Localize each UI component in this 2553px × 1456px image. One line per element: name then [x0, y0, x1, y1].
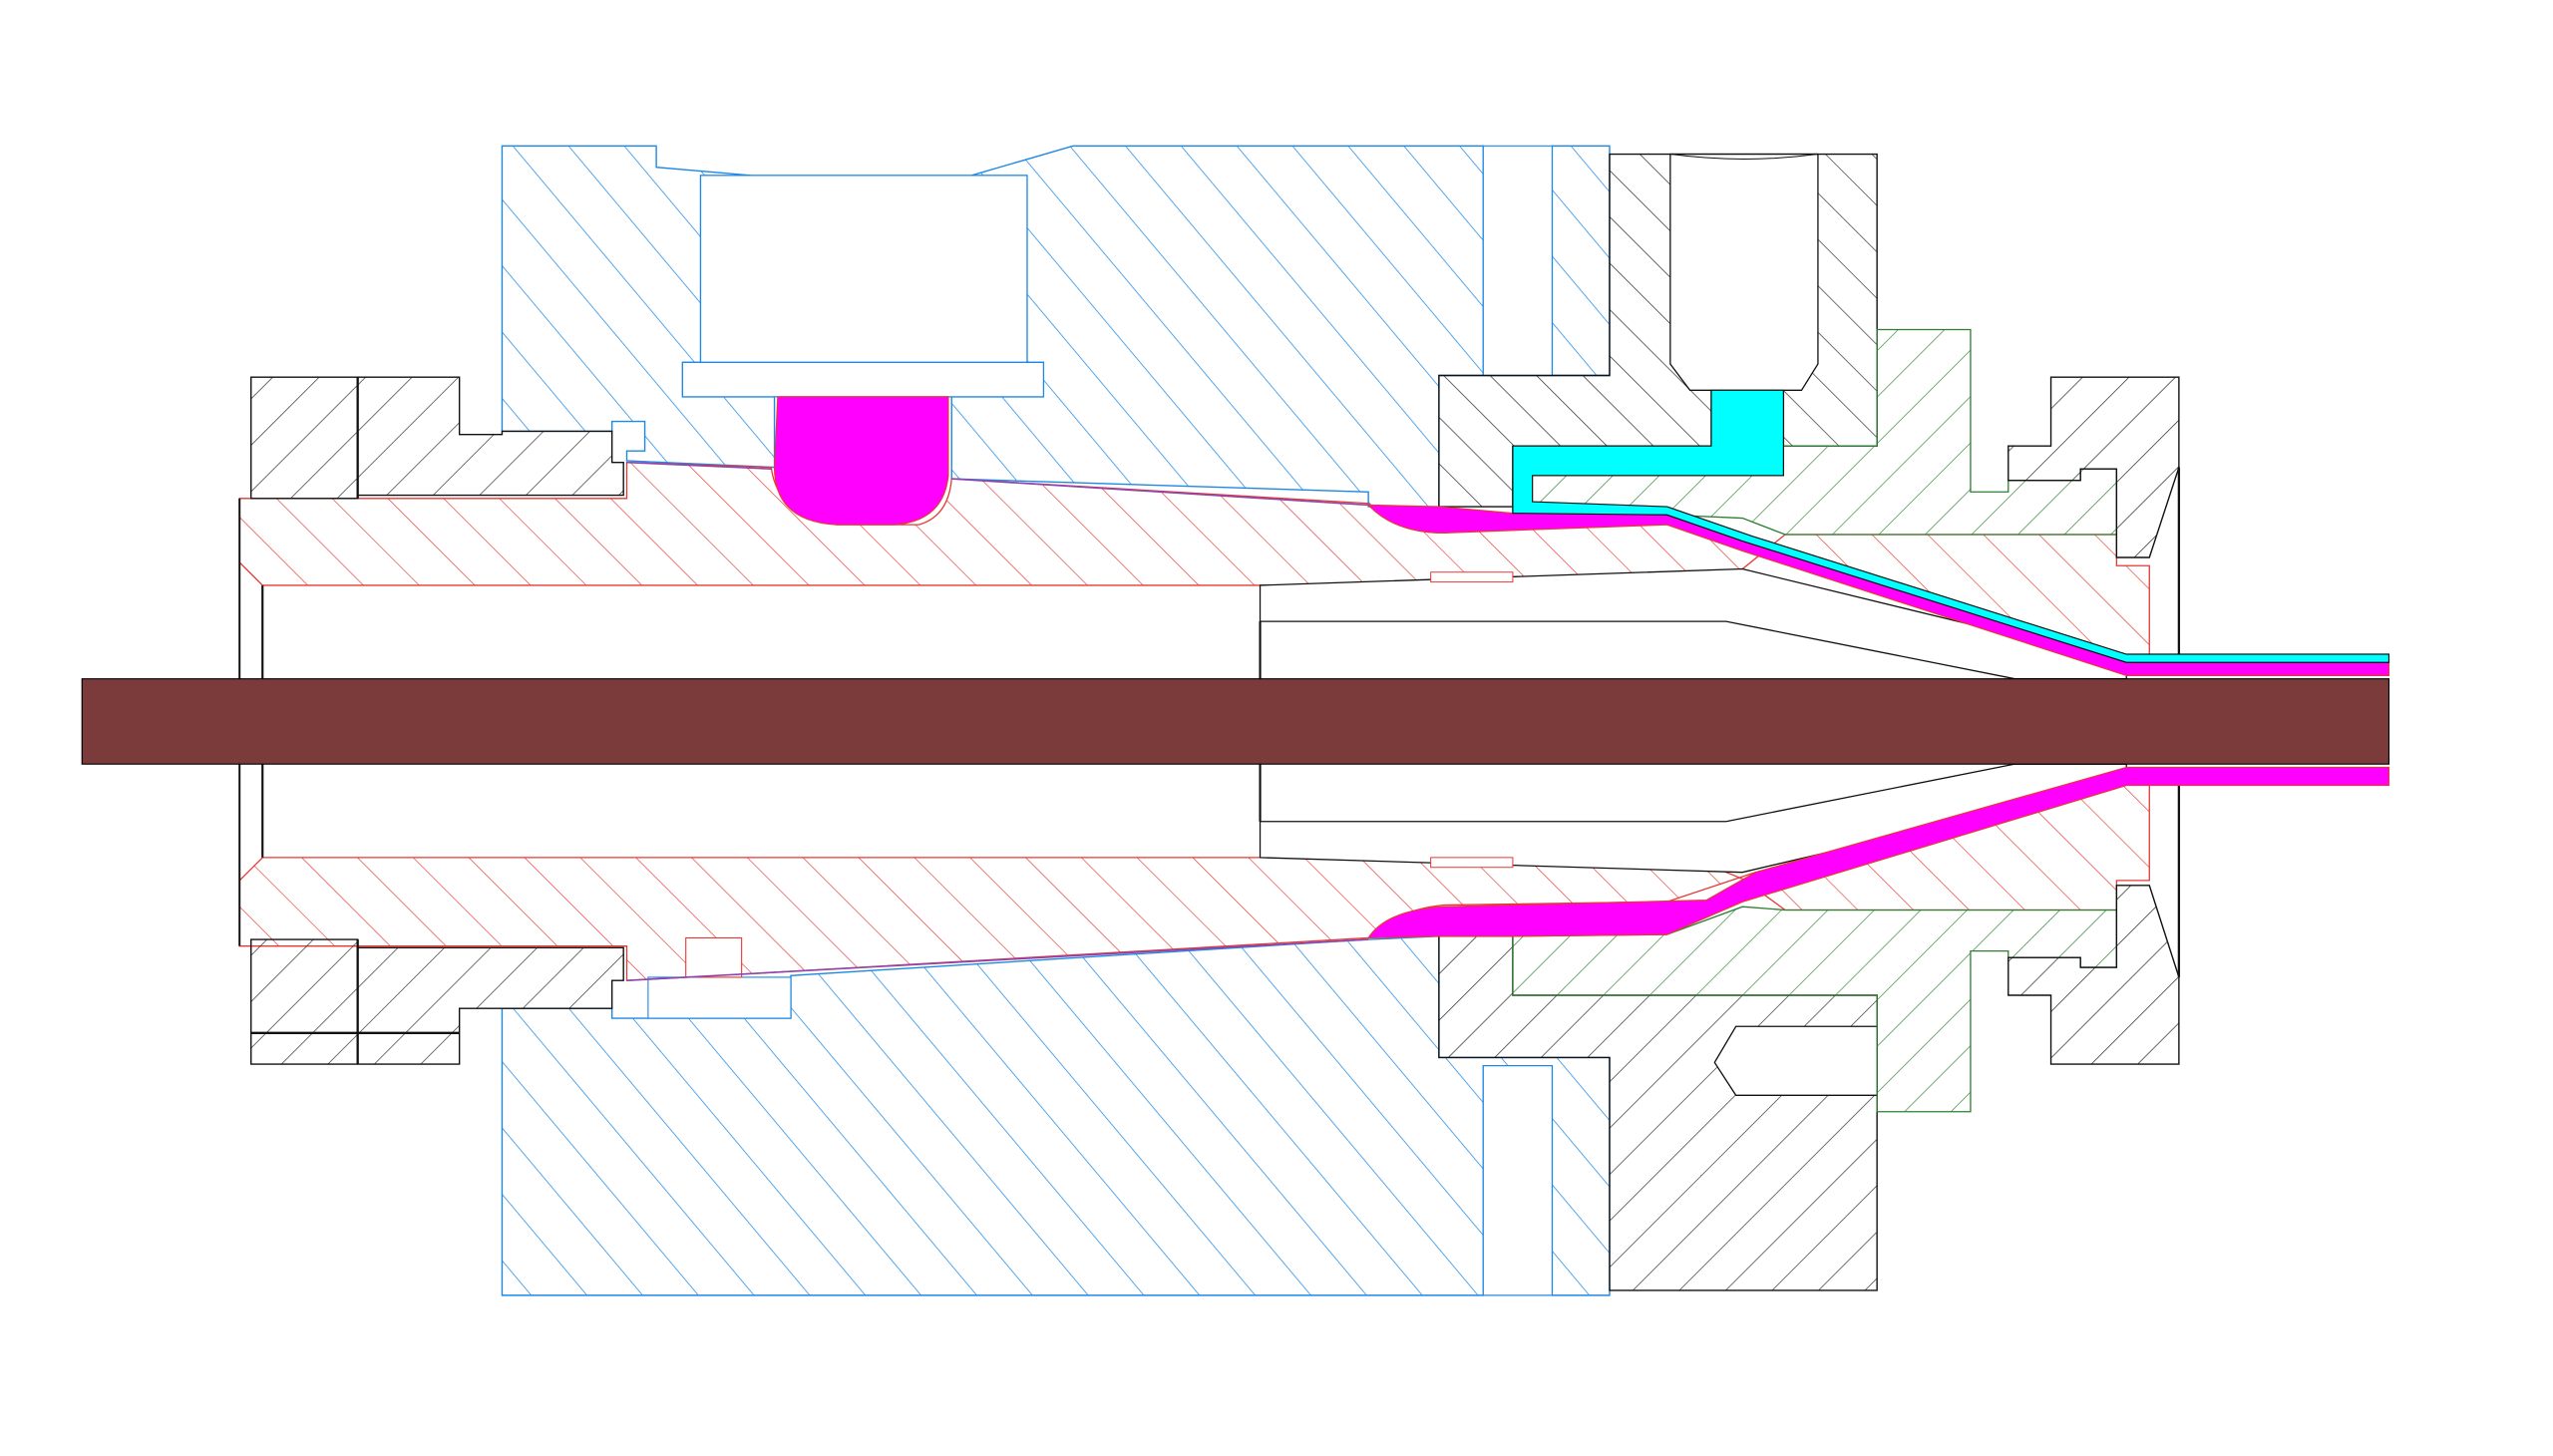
housing-top: [502, 146, 1610, 507]
outer-melt-layer: [1513, 390, 2389, 662]
flow-channel: [626, 463, 1368, 981]
end-cap-bottom: [2008, 783, 2181, 1064]
conductor-wire: [82, 679, 2388, 764]
end-cap-top: [2008, 377, 2181, 659]
die-body-top: [1439, 155, 1877, 507]
inner-melt-layer: [775, 397, 2389, 938]
inlet-nut-bottom: [251, 939, 623, 1064]
die-body-bottom: [1439, 936, 1877, 1290]
housing-bottom: [502, 936, 1610, 1295]
inlet-nut-top: [251, 377, 623, 499]
